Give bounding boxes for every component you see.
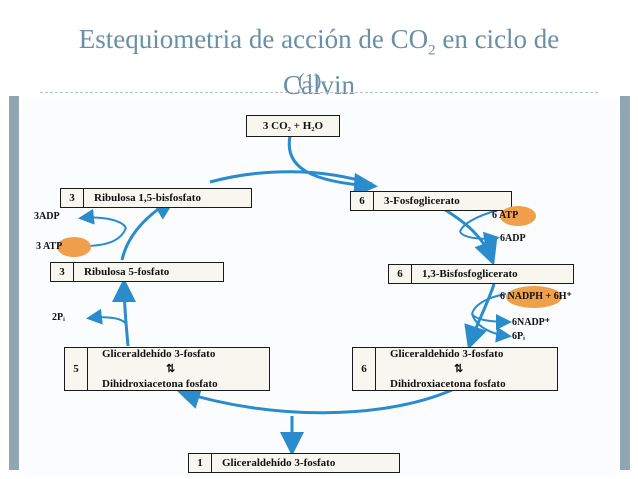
arrow-co2-to-3pg [287,135,378,197]
title-divider [40,92,598,93]
label-3adp: 3ADP [34,211,60,222]
label-nadph: 6 NADPH + 6H⁺ [500,291,572,302]
box-triose-right-line1: Gliceraldehído 3-fosfato [390,347,504,360]
box-triose-right-line2: Dihidroxiacetona fosfato [390,377,506,390]
arrow-bpg-to-triose [464,283,496,350]
arrow-nadph [471,293,507,315]
box-3-fosfoglicerato-text: 3-Fosfoglicerato [384,195,460,207]
arrow-adp-left [78,208,127,229]
box-triose-left-num: 5 [65,348,88,390]
arrow-rubp-to-3pg [209,170,373,186]
box-triose-left-text: Gliceraldehído 3-fosfato ⇅ Dihidroxiacet… [88,347,218,392]
arrow-adp-right [459,231,500,248]
title-line1-post: en ciclo de [435,24,560,54]
box-triose-right: 6 Gliceraldehído 3-fosfato ⇅ Dihidroxiac… [352,347,558,391]
box-triose-right-eq: ⇅ [454,362,464,375]
box-bisfosfoglicerato: 6 1,3-Bisfosfoglicerato [388,264,574,284]
title-number-mark: (1) [298,70,322,92]
box-triose-left-eq: ⇅ [166,362,176,375]
arrow-atp-right [459,209,499,233]
atp-oval-right [500,206,536,226]
box-ribulosa-5-fosfato: 3 Ribulosa 5-fosfato [50,262,224,282]
title-line2: Calvin [283,70,355,101]
box-triose-left-line1: Gliceraldehído 3-fosfato [102,347,216,360]
box-co2-h2o-text: 3 CO₂ + H₂O [262,120,324,132]
box-gliceraldehido-final: 1 Gliceraldehído 3-fosfato [188,453,400,473]
title-line1-pre: Estequiometria de acción de CO [78,24,429,54]
box-triose-right-text: Gliceraldehído 3-fosfato ⇅ Dihidroxiacet… [376,347,506,392]
label-3atp: 3 ATP [36,241,63,252]
box-ribulosa-bisfosfato-text: Ribulosa 1,5-bisfosfato [94,192,201,204]
arrow-pi-left [86,308,127,325]
box-triose-left: 5 Gliceraldehído 3-fosfato ⇅ Dihidroxiac… [64,347,270,391]
box-3-fosfoglicerato: 6 3-Fosfoglicerato [350,191,512,211]
arrow-nadp [471,313,512,330]
right-side-bar [620,96,630,470]
arrow-triose-to-ru5p [112,278,137,347]
title-subscript: 2 [428,42,436,59]
box-ribulosa-5-fosfato-num: 3 [51,263,74,281]
box-ribulosa-5-fosfato-text: Ribulosa 5-fosfato [84,266,170,278]
label-6nadp: 6NADP⁺ [512,317,551,328]
label-6pi: 6Pᵢ [512,331,525,342]
box-bisfosfoglicerato-num: 6 [389,265,412,283]
box-ribulosa-bisfosfato: 3 Ribulosa 1,5-bisfosfato [60,188,252,208]
box-triose-left-line2: Dihidroxiacetona fosfato [102,377,218,390]
arrow-3pg-to-bpg [441,206,498,266]
box-3-fosfoglicerato-num: 6 [351,192,374,210]
box-gliceraldehido-final-text: Gliceraldehído 3-fosfato [222,457,336,469]
box-bisfosfoglicerato-text: 1,3-Bisfosfoglicerato [422,268,518,280]
label-2pi: 2Pᵢ [52,312,65,323]
left-side-bar [9,96,19,470]
box-ribulosa-bisfosfato-num: 3 [61,189,84,207]
arrow-pi-right [471,313,512,343]
arrow-ru5p-to-rubp [120,196,178,261]
box-triose-right-num: 6 [353,348,376,390]
atp-oval-left [57,237,91,257]
nadph-oval [506,286,562,308]
calvin-cycle-diagram: 3 CO₂ + H₂O 3 Ribulosa 1,5-bisfosfato 6 … [22,98,618,476]
label-6atp: 6 ATP [492,210,519,221]
arrow-triose-bottom [176,385,453,415]
label-6adp: 6ADP [500,233,526,244]
box-gliceraldehido-final-num: 1 [189,454,212,472]
slide-title: Estequiometria de acción de CO2 en ciclo… [0,22,638,103]
box-co2-h2o: 3 CO₂ + H₂O [246,115,340,137]
